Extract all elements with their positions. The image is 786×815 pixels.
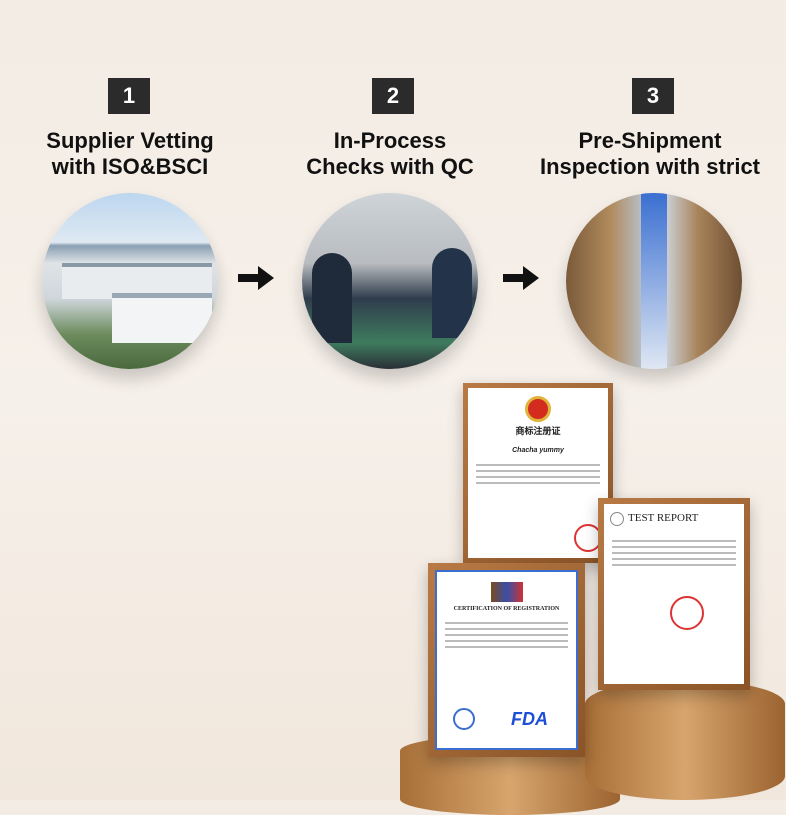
title-line: Supplier Vetting — [46, 128, 214, 153]
lab-logo-icon — [610, 512, 624, 526]
seal-stamp — [670, 596, 704, 630]
national-emblem-icon — [525, 396, 551, 422]
arrow-right-icon — [503, 266, 539, 290]
seal-stamp — [453, 708, 475, 730]
pedestal-large — [585, 680, 785, 800]
production-line-image — [302, 193, 478, 369]
step-number-badge: 3 — [632, 78, 674, 114]
title-line: In-Process — [333, 128, 447, 153]
arrow-right-icon — [238, 266, 274, 290]
registration-certificate: CERTIFICATION OF REGISTRATION FDA — [428, 563, 585, 757]
fda-logo: FDA — [511, 709, 548, 729]
factory-aerial-image — [42, 193, 218, 369]
certificate-title: 商标注册证 — [515, 426, 561, 436]
title-line: with ISO&BSCI — [51, 154, 209, 179]
trademark-certificate: 商标注册证 Chacha yummy — [463, 383, 613, 563]
brand-name: Chacha yummy — [512, 447, 564, 454]
title-line: Inspection with strict — [539, 154, 761, 179]
certificate-title: CERTIFICATION OF REGISTRATION — [453, 606, 560, 612]
title-line: Pre-Shipment — [578, 128, 722, 153]
test-report-certificate: TEST REPORT — [598, 498, 750, 690]
eagle-emblem-icon — [490, 582, 523, 602]
certificate-title: TEST REPORT — [628, 512, 699, 524]
title-line: Checks with QC — [306, 154, 474, 179]
step-number-badge: 1 — [108, 78, 150, 114]
warehouse-image — [566, 193, 742, 369]
step-number-badge: 2 — [372, 78, 414, 114]
